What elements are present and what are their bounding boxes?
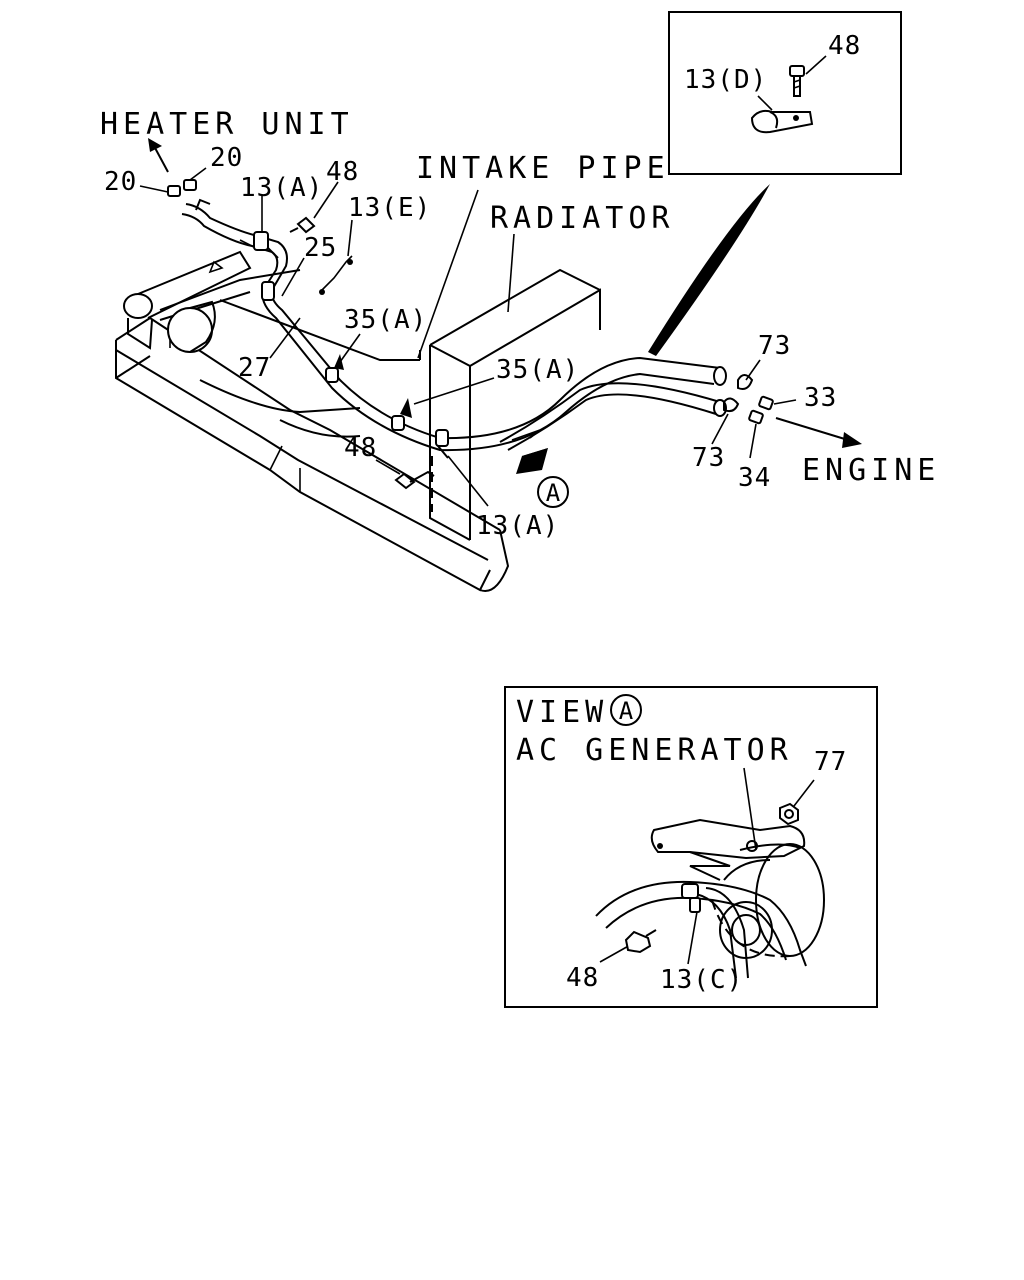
bolt-48-mid bbox=[394, 470, 435, 490]
mount-bracket bbox=[123, 250, 252, 353]
view-a-inset: VIEW A AC GENERATOR 77 48 13(C) bbox=[504, 686, 878, 1008]
callout-73-lower: 73 bbox=[692, 443, 725, 473]
bolt-48-top bbox=[289, 216, 316, 234]
bracket-13e bbox=[319, 255, 353, 295]
engine-fittings bbox=[723, 374, 774, 425]
view-a-marker-letter: A bbox=[546, 479, 561, 507]
ac-generator-label: AC GENERATOR bbox=[516, 733, 793, 768]
heater-unit-label: HEATER UNIT bbox=[100, 107, 354, 142]
callout-20-left: 20 bbox=[104, 167, 137, 197]
frame-rail bbox=[115, 239, 510, 592]
engine-label: ENGINE bbox=[802, 453, 940, 488]
callout-20-right: 20 bbox=[210, 143, 243, 173]
callout-13a-top: 13(A) bbox=[240, 173, 323, 203]
radiator-label: RADIATOR bbox=[490, 201, 675, 236]
view-arrow bbox=[516, 448, 548, 474]
hose-clamps bbox=[253, 231, 449, 459]
connectors-20 bbox=[167, 179, 197, 197]
detail-callout-13d: 13(D) bbox=[684, 65, 767, 95]
heater-arrow bbox=[148, 138, 169, 173]
view-a-title: VIEW bbox=[516, 695, 608, 730]
detail-callout-48: 48 bbox=[828, 31, 861, 61]
callout-35a-lower: 35(A) bbox=[496, 355, 579, 385]
callout-48-mid: 48 bbox=[344, 433, 377, 463]
callout-13a-bottom: 13(A) bbox=[476, 511, 559, 541]
detail-leader bbox=[648, 184, 770, 356]
callout-33: 33 bbox=[804, 383, 837, 413]
radiator bbox=[419, 268, 601, 541]
view-callout-13c: 13(C) bbox=[660, 965, 743, 995]
view-callout-77: 77 bbox=[814, 747, 847, 777]
heater-hose bbox=[181, 198, 727, 452]
leader-lines bbox=[139, 167, 797, 507]
intake-pipe-label: INTAKE PIPE bbox=[416, 151, 670, 186]
view-a-title-marker: A bbox=[619, 697, 634, 725]
callout-34: 34 bbox=[738, 463, 771, 493]
view-callout-48: 48 bbox=[566, 963, 599, 993]
callout-25: 25 bbox=[304, 233, 337, 263]
callout-35a-upper: 35(A) bbox=[344, 305, 427, 335]
callout-48-top: 48 bbox=[326, 157, 359, 187]
engine-arrow bbox=[775, 417, 862, 448]
callout-13e: 13(E) bbox=[348, 193, 431, 223]
view-a-marker: A bbox=[537, 476, 569, 508]
callout-27: 27 bbox=[238, 353, 271, 383]
clip-35a bbox=[334, 354, 412, 418]
callout-73-upper: 73 bbox=[758, 331, 791, 361]
detail-inset: 48 13(D) bbox=[668, 11, 902, 175]
